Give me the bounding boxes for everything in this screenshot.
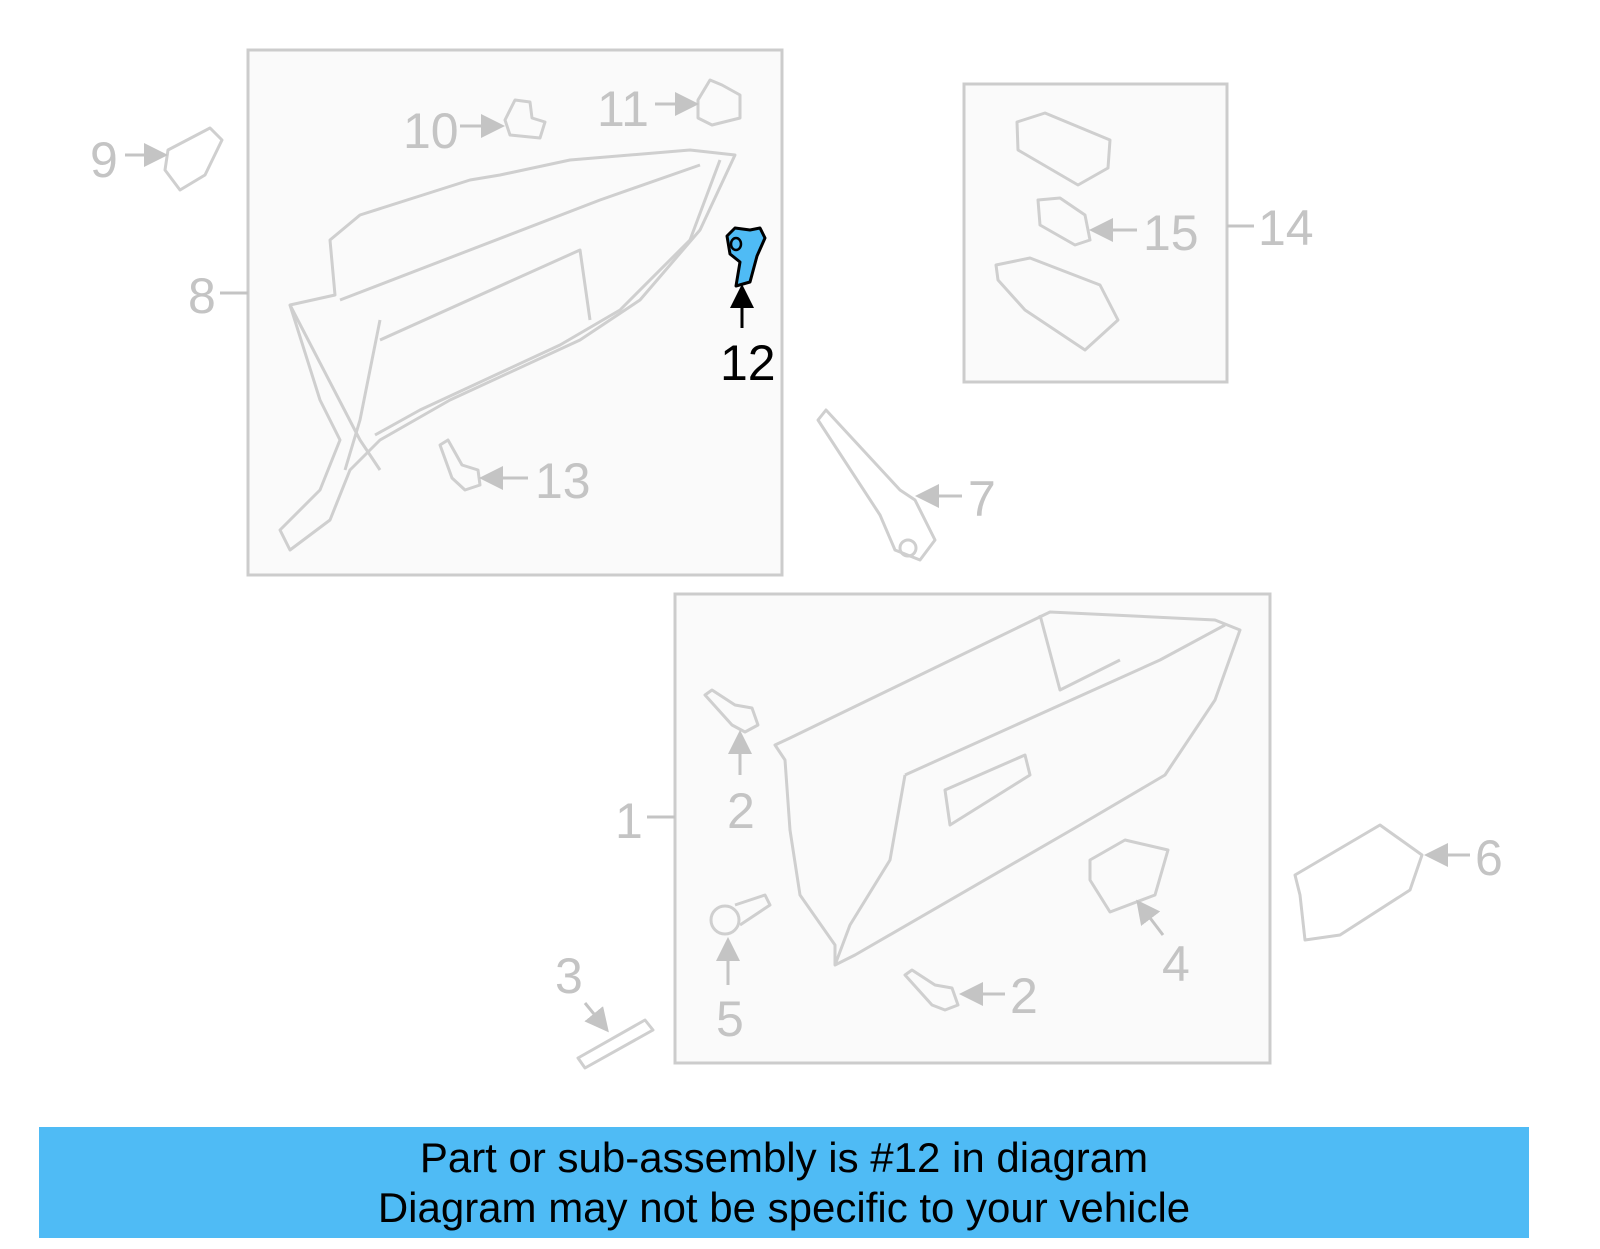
part-2-clip-bottom bbox=[903, 968, 960, 1012]
subassembly-box-8 bbox=[246, 48, 784, 577]
callout-6: 6 bbox=[1475, 830, 1503, 886]
callout-15: 15 bbox=[1143, 205, 1199, 261]
banner-line-disclaimer: Diagram may not be specific to your vehi… bbox=[377, 1183, 1191, 1231]
callout-3: 3 bbox=[555, 948, 583, 1004]
callout-14: 14 bbox=[1258, 200, 1314, 256]
callout-10: 10 bbox=[403, 103, 459, 159]
callout-1: 1 bbox=[615, 793, 643, 849]
banner-line-part: Part or sub-assembly is #12 in diagram bbox=[419, 1133, 1149, 1181]
callout-8: 8 bbox=[188, 268, 216, 324]
callout-7: 7 bbox=[968, 471, 996, 527]
callout-5: 5 bbox=[716, 991, 744, 1047]
leader-lines bbox=[125, 92, 1470, 1033]
part-6-pocket bbox=[1293, 823, 1424, 942]
part-4-latch bbox=[1088, 838, 1170, 914]
part-1-glovebox-door bbox=[773, 610, 1242, 967]
callout-11: 11 bbox=[597, 81, 649, 137]
part-9-clip bbox=[163, 126, 224, 192]
callout-12: 12 bbox=[720, 335, 776, 391]
part-3-pin bbox=[576, 1018, 655, 1070]
callout-9: 9 bbox=[90, 132, 118, 188]
part-8-glovebox-frame bbox=[278, 148, 737, 552]
part-7-damper bbox=[816, 408, 937, 562]
part-10-clip bbox=[503, 98, 547, 140]
info-banner: Part or sub-assembly is #12 in diagram D… bbox=[39, 1127, 1529, 1238]
callout-4: 4 bbox=[1162, 936, 1190, 992]
callout-2-bottom: 2 bbox=[1010, 968, 1038, 1024]
part-5-screw bbox=[709, 893, 772, 936]
part-2-clip-top bbox=[703, 688, 760, 734]
callout-13: 13 bbox=[535, 453, 591, 509]
callout-2-top: 2 bbox=[727, 783, 755, 839]
part-11-bracket bbox=[696, 78, 742, 127]
part-12-highlighted bbox=[725, 226, 767, 288]
